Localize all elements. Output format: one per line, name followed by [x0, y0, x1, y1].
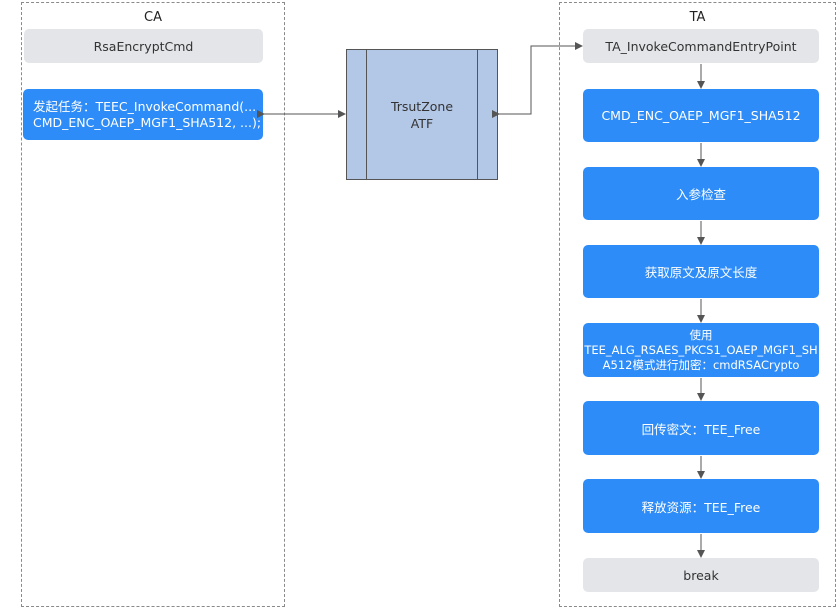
atf-label: ATF	[410, 115, 434, 131]
release-resources-label: 释放资源：TEE_Free	[641, 499, 761, 515]
encrypt-line3: A512模式进行加密：cmdRSACrypto	[602, 357, 800, 372]
get-plaintext-node: 获取原文及原文长度	[583, 245, 819, 298]
encrypt-node: 使用 TEE_ALG_RSAES_PKCS1_OAEP_MGF1_SH A512…	[583, 323, 819, 377]
break-node: break	[583, 558, 819, 592]
rsa-encrypt-cmd-label: RsaEncryptCmd	[93, 38, 194, 54]
trustzone-label: TrsutZone	[390, 98, 454, 114]
encrypt-line2: TEE_ALG_RSAES_PKCS1_OAEP_MGF1_SH	[584, 342, 818, 357]
cmd-enc-label: CMD_ENC_OAEP_MGF1_SHA512	[601, 108, 801, 123]
ta-lane-title: TA	[689, 10, 706, 25]
return-cipher-node: 回传密文：TEE_Free	[583, 401, 819, 455]
ta-lane: TA	[559, 2, 836, 607]
ca-lane-title: CA	[144, 10, 162, 25]
ca-lane: CA	[21, 2, 285, 607]
param-check-label: 入参检查	[675, 187, 726, 202]
invoke-command-line1: 发起任务：TEEC_InvokeCommand(...	[33, 98, 257, 114]
release-resources-node: 释放资源：TEE_Free	[583, 479, 819, 533]
invoke-command-line2: CMD_ENC_OAEP_MGF1_SHA512, ...);	[33, 114, 262, 130]
param-check-node: 入参检查	[583, 167, 819, 220]
return-cipher-label: 回传密文：TEE_Free	[641, 421, 761, 437]
break-label: break	[683, 567, 719, 583]
invoke-command-node: 发起任务：TEEC_InvokeCommand(... CMD_ENC_OAEP…	[23, 89, 263, 140]
rsa-encrypt-cmd-node: RsaEncryptCmd	[24, 29, 263, 63]
cmd-enc-node: CMD_ENC_OAEP_MGF1_SHA512	[583, 89, 819, 142]
get-plaintext-label: 获取原文及原文长度	[644, 265, 758, 280]
ta-entry-point-label: TA_InvokeCommandEntryPoint	[605, 38, 797, 54]
encrypt-line1: 使用	[689, 327, 713, 342]
trustzone-atf-node: TrsutZone ATF	[346, 49, 498, 180]
ta-entry-point-node: TA_InvokeCommandEntryPoint	[583, 29, 819, 63]
